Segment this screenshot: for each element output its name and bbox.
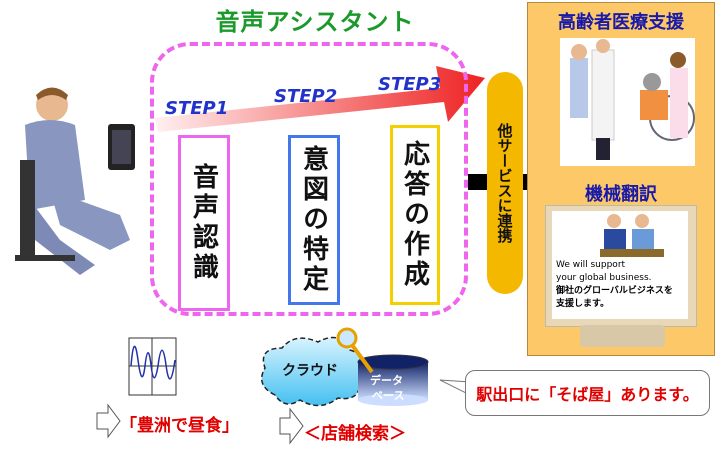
screen-en-line1: We will support	[556, 260, 626, 270]
monitor-stand	[580, 325, 665, 347]
medical-care-illustration	[560, 38, 695, 166]
response-text: 駅出口に「そば屋」あります。	[476, 385, 699, 404]
screen-en-line2: your global business.	[556, 273, 652, 283]
response-creation-box: 応答の作成	[390, 125, 440, 305]
arrow-right-icon	[96, 403, 121, 439]
store-search-text: ＜店舗検索＞	[304, 424, 406, 444]
elderly-care-title: 高齢者医療支援	[558, 12, 684, 33]
response-creation-label: 応答の作成	[399, 140, 430, 290]
cloud-label: クラウド	[282, 363, 338, 379]
database-label-2: ベース	[372, 389, 405, 402]
response-bubble: 駅出口に「そば屋」あります。	[465, 370, 710, 416]
translation-title: 機械翻訳	[585, 184, 657, 205]
service-link-label: 他サービスに連携	[495, 123, 514, 243]
speech-input-text: 「豊洲で昼食」	[120, 416, 239, 436]
diagram-title: 音声アシスタント	[215, 8, 415, 36]
screen-ja-line1: 御社のグローバルビジネスを	[556, 286, 673, 296]
speech-recognition-label: 音声認識	[188, 163, 219, 283]
process-arrow	[155, 66, 485, 132]
step3-label: STEP3	[378, 74, 442, 95]
waveform	[130, 345, 176, 380]
speech-recognition-box: 音声認識	[178, 135, 230, 311]
cloud-shape	[260, 336, 367, 407]
assistant-frame	[150, 42, 468, 316]
magnifier-icon	[336, 327, 374, 374]
database-label-1: データ	[370, 374, 403, 387]
intent-identification-box: 意図の特定	[288, 135, 340, 305]
intent-identification-label: 意図の特定	[298, 145, 329, 295]
arrow-right-icon	[279, 407, 304, 445]
businessman-illustration	[15, 87, 130, 275]
screen-ja-line2: 支援します。	[556, 299, 610, 309]
step1-label: STEP1	[165, 98, 229, 119]
monitor-screen: We will support your global business. 御社…	[552, 211, 688, 319]
step2-label: STEP2	[274, 86, 338, 107]
service-link-oval: 他サービスに連携	[487, 72, 523, 294]
